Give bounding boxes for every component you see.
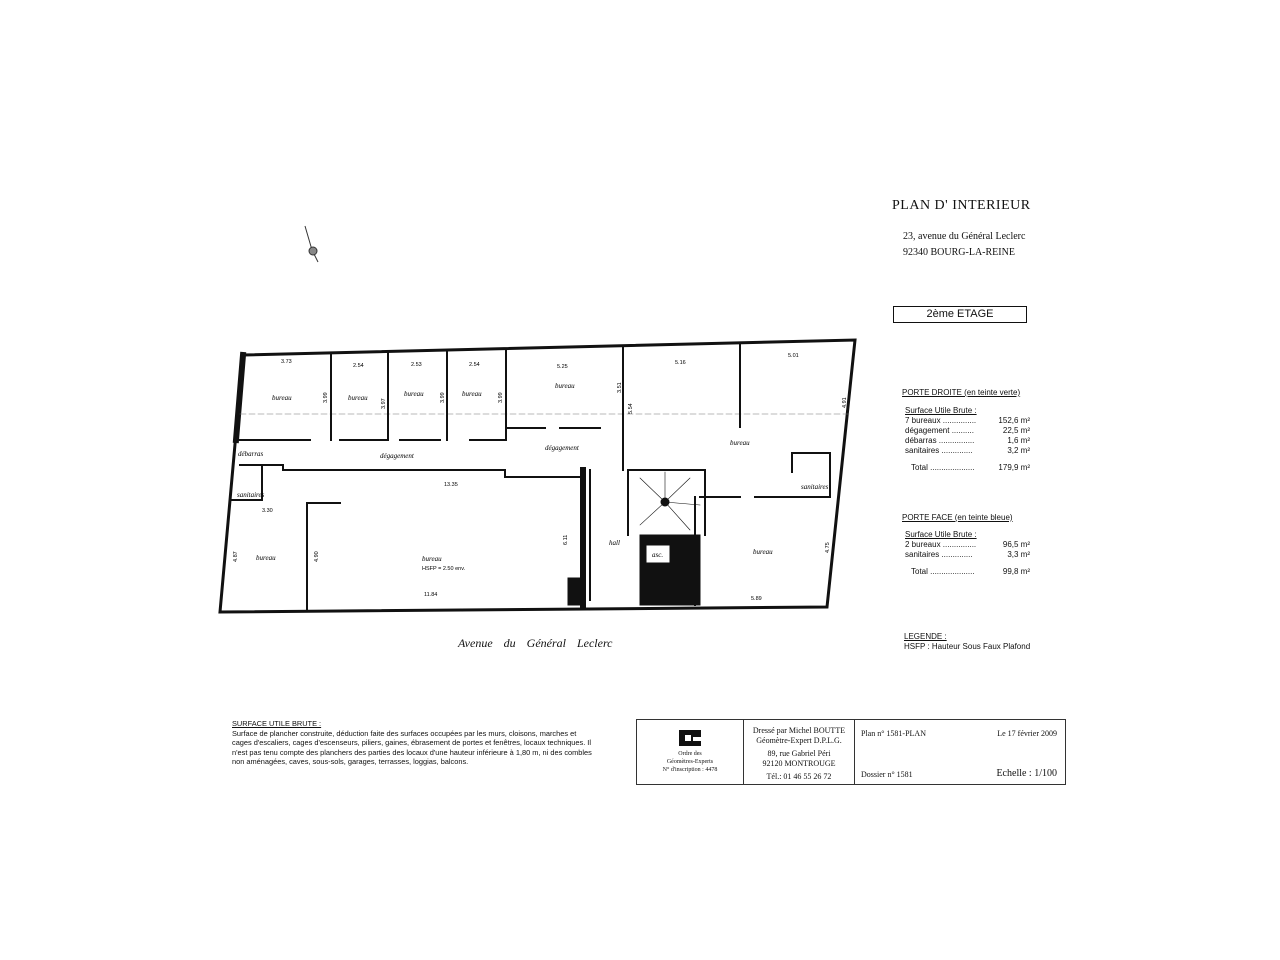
dimension: 3.51 [617,382,623,393]
surface-row: sanitaires ..............3,2 m² [905,446,1030,455]
dimension: 4.75 [825,542,831,553]
dimension: 4.90 [314,551,320,562]
room-label-bureau: bureau [753,548,773,556]
dimension: 4.87 [233,551,239,562]
address-line2: 92340 BOURG-LA-REINE [903,247,1015,258]
plan-title: PLAN D' INTERIEUR [892,198,1031,213]
porte-face-summary: PORTE FACE (en teinte bleue) Surface Uti… [902,513,1030,577]
room-label-debarras: débarras [238,450,264,458]
dimension: 3.97 [381,398,387,409]
dimension: 3.73 [281,359,292,365]
room-label-bureau: bureau [462,390,482,398]
surface-row: sanitaires ..............3,3 m² [905,550,1030,559]
room-label-bureau: bureau [422,555,442,563]
room-label-hall: hall [609,539,620,547]
room-label-bureau: bureau [404,390,424,398]
porte-droite-summary: PORTE DROITE (en teinte verte) Surface U… [902,388,1030,473]
room-label-bureau: bureau [256,554,276,562]
surface-row: débarras ................1,6 m² [905,436,1030,445]
floor-label: 2ème ETAGE [893,306,1027,323]
porte-droite-title: PORTE DROITE (en teinte verte) [902,388,1021,397]
hsfp-label: HSFP = 2.50 env. [422,566,466,572]
legend: LEGENDE : HSFP : Hauteur Sous Faux Plafo… [904,632,1031,651]
room-label-bureau: bureau [730,439,750,447]
dimension: 5.16 [675,360,686,366]
dimension: 2.54 [353,363,364,369]
dimension: 5.25 [557,364,568,370]
surface-row: 2 bureaux ...............96,5 m² [905,540,1030,549]
dimension: 5.01 [788,353,799,359]
room-label-asc: asc. [652,551,663,559]
dimension: 3.99 [440,392,446,403]
porte-face-subtitle: Surface Utile Brute : [905,530,977,539]
org-cell: Ordre des Géomètres-Experts N° d'inscrip… [637,720,744,784]
room-label-bureau: bureau [272,394,292,402]
dimension: 11.84 [424,592,437,598]
north-arrow-icon [304,225,319,263]
street-name: Avenue du Général Leclerc [458,636,613,650]
dimension: 4.91 [842,397,848,408]
walls [218,338,857,614]
room-label-degagement: dégagement [380,452,415,460]
porte-droite-subtitle: Surface Utile Brute : [905,406,977,415]
title-block: Ordre des Géomètres-Experts N° d'inscrip… [636,719,1066,785]
room-labels: bureau bureau bureau bureau bureau burea… [237,382,829,572]
room-label-bureau: bureau [348,394,368,402]
total-row: Total ....................99,8 m² [911,567,1030,576]
room-label-degagement: dégagement [545,444,580,452]
dimension: 3.99 [323,392,329,403]
surface-row: dégagement ..........22,5 m² [905,426,1030,435]
dimension: 2.54 [469,362,480,368]
address-line1: 23, avenue du Général Leclerc [903,231,1026,242]
surveyor-cell: Dressé par Michel BOUTTE Géomètre-Expert… [744,720,855,784]
dimension: 3.30 [262,508,273,514]
room-label-bureau: bureau [555,382,575,390]
plan-info-cell: Plan n° 1581-PLAN Le 17 février 2009 Dos… [861,729,1057,779]
dimension: 6.11 [563,535,569,545]
dimensions: 3.73 2.54 2.53 2.54 5.25 5.16 5.01 3.99 … [233,353,848,602]
dimension: 5.54 [628,403,634,414]
dimension: 2.53 [411,362,422,368]
dimension: 3.99 [498,392,504,403]
geometres-logo-icon [679,730,701,746]
room-label-sanitaires: sanitaires [801,483,829,491]
total-row: Total ....................179,9 m² [911,463,1030,472]
porte-face-title: PORTE FACE (en teinte bleue) [902,513,1013,522]
dimension: 5.89 [751,596,762,602]
room-label-sanitaires: sanitaires [237,491,265,499]
surface-note: SURFACE UTILE BRUTE : Surface de planche… [232,719,592,767]
surface-row: 7 bureaux ...............152,6 m² [905,416,1030,425]
dimension: 13.35 [444,482,458,488]
